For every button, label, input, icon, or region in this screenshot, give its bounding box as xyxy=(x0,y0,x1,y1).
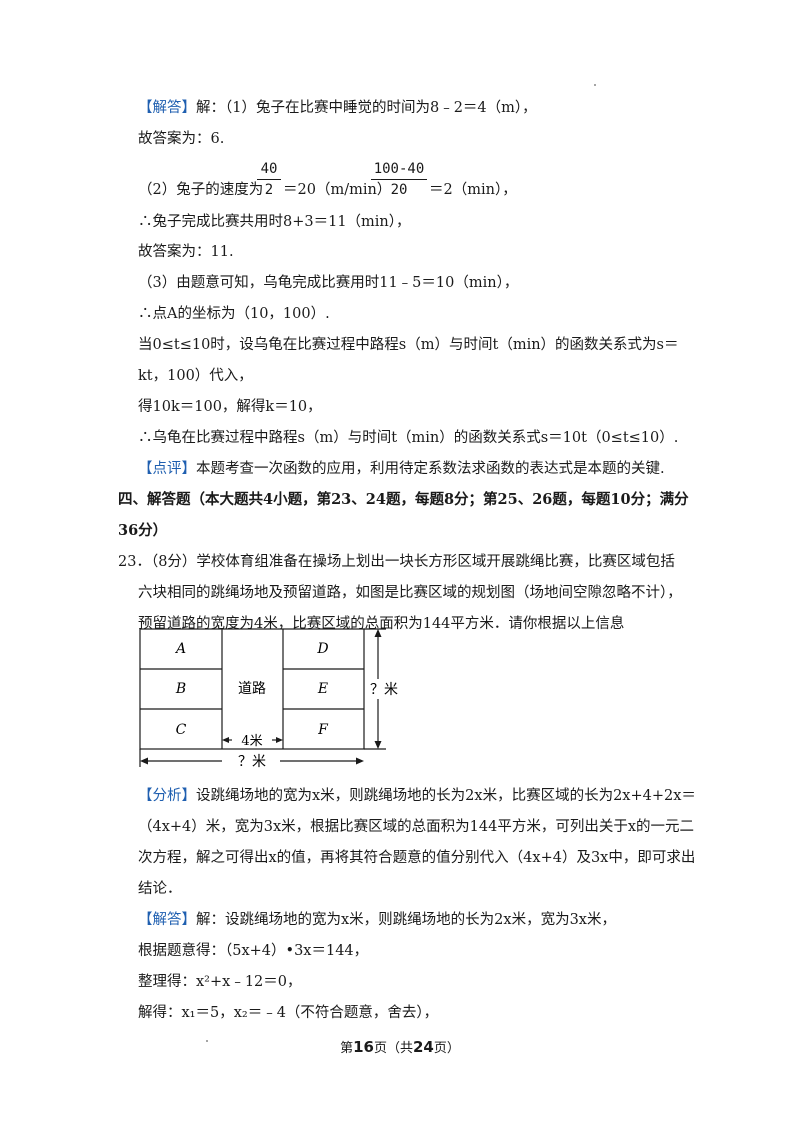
question-line-3: 预留道路的宽度为4米，比赛区域的总面积为144平方米．请你根据以上信息 xyxy=(138,616,625,632)
road-width-label: 4米 xyxy=(241,734,262,749)
answer-line-11: ∴乌龟在比赛过程中路程s（m）与时间t（min）的函数关系式s＝10t（0≤t≤… xyxy=(138,430,679,446)
bottom-dot xyxy=(206,1040,208,1042)
solution-line-3: 整理得：x²+x﹣12＝0， xyxy=(138,974,302,990)
cell-a: A xyxy=(174,641,186,657)
analysis-line-4: 结论． xyxy=(138,881,182,897)
analysis-line-3: 次方程，解之可得出x的值，再将其符合题意的值分别代入（4x+4）及3x中，即可求… xyxy=(138,850,696,866)
height-label: ？米 xyxy=(370,682,398,698)
page-footer: 第16页（共24页） xyxy=(340,1038,460,1056)
cell-d: D xyxy=(316,641,328,657)
answer-line-8: 当0≤t≤10时，设乌龟在比赛过程中路程s（m）与时间t（min）的函数关系式为… xyxy=(138,337,679,353)
answer-mark: 【解答】 xyxy=(138,100,196,116)
cell-e: E xyxy=(317,681,328,697)
answer-line-1: 【解答】解：（1）兔子在比赛中睡觉的时间为8﹣2＝4（m）， xyxy=(138,100,537,116)
answer-line-3a: （2）兔子的速度为 xyxy=(138,182,264,198)
solution-mark: 【解答】 xyxy=(138,912,196,928)
top-dot xyxy=(594,84,596,86)
answer-line-7: ∴点A的坐标为（10，100）. xyxy=(138,306,330,322)
answer-line-9: kt，100）代入， xyxy=(138,368,253,384)
answer-line-4: ∴兔子完成比赛共用时8+3＝11（min）， xyxy=(138,214,411,230)
question-line-1: 23．（8分）学校体育组准备在操场上划出一块长方形区域开展跳绳比赛，比赛区域包括 xyxy=(118,554,675,570)
solution-line-1: 【解答】解：设跳绳场地的宽为x米，则跳绳场地的长为2x米，宽为3x米， xyxy=(138,912,616,928)
width-label: ？米 xyxy=(238,754,266,770)
road-label: 道路 xyxy=(238,681,266,697)
comment-mark: 【点评】 xyxy=(138,461,196,477)
field-diagram: A B C D E F 道路 4米 ？米 ？米 xyxy=(139,628,398,770)
section-heading-1: 四、解答题（本大题共4小题，第23、24题，每题8分；第25、26题，每题10分… xyxy=(118,491,689,508)
page-total: 24 xyxy=(413,1038,434,1056)
analysis-line-2: （4x+4）米，宽为3x米，根据比赛区域的总面积为144平方米，可列出关于x的一… xyxy=(138,819,695,835)
cell-f: F xyxy=(317,722,329,738)
question-line-2: 六块相同的跳绳场地及预留道路，如图是比赛区域的规划图（场地间空隙忽略不计）， xyxy=(138,585,682,601)
analysis-mark: 【分析】 xyxy=(138,788,196,804)
solution-line-2: 根据题意得：（5x+4）•3x＝144， xyxy=(138,943,369,959)
page-number: 16 xyxy=(353,1038,374,1056)
answer-line-5: 故答案为：11. xyxy=(138,244,234,260)
comment-line: 【点评】本题考查一次函数的应用，利用待定系数法求函数的表达式是本题的关键. xyxy=(138,461,665,477)
analysis-line-1: 【分析】设跳绳场地的宽为x米，则跳绳场地的长为2x米，比赛区域的长为2x+4+2… xyxy=(138,788,696,804)
answer-line-3c: ＝2（min）， xyxy=(429,182,517,198)
answer-line-6: （3）由题意可知，乌龟完成比赛用时11﹣5＝10（min）， xyxy=(138,275,519,291)
cell-c: C xyxy=(176,722,187,738)
cell-b: B xyxy=(175,681,186,697)
answer-line-2: 故答案为：6. xyxy=(138,131,225,147)
answer-line-10: 得10k＝100，解得k＝10， xyxy=(138,399,322,415)
solution-line-4: 解得：x₁＝5，x₂＝﹣4（不符合题意，舍去）， xyxy=(138,1005,439,1021)
section-heading-2: 36分） xyxy=(118,522,168,539)
answer-line-3b: ＝20（m/min） xyxy=(283,182,392,198)
